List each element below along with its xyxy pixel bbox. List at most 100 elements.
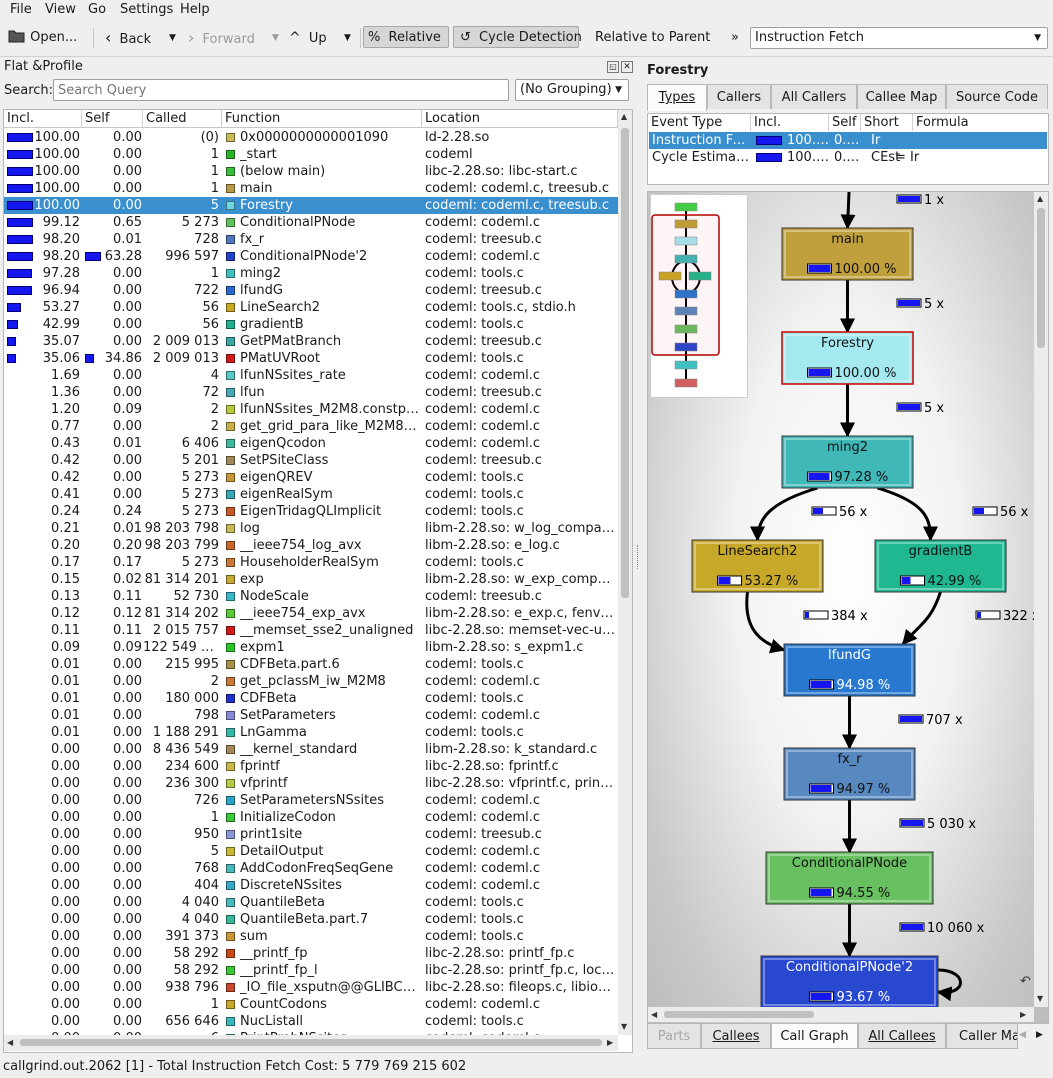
table-vertical-scrollbar[interactable]: ▲ ▼ xyxy=(618,110,632,1035)
tab-callers[interactable]: Callers xyxy=(707,84,771,109)
back-history-dropdown-icon[interactable]: ▼ xyxy=(169,33,176,43)
scroll-up-arrow-icon[interactable]: ▲ xyxy=(621,112,628,121)
column-header-incl[interactable]: Incl. xyxy=(4,110,82,128)
scroll-up-arrow-icon[interactable]: ▲ xyxy=(1037,194,1044,203)
up-button[interactable]: ^ Up xyxy=(289,26,327,50)
event-column-header[interactable]: Self xyxy=(829,114,861,131)
event-column-header[interactable]: Short xyxy=(861,114,913,131)
scroll-left-arrow-icon[interactable]: ◀ xyxy=(7,1038,14,1047)
cycle-detection-toggle[interactable]: ↺ Cycle Detection xyxy=(453,26,582,48)
relative-to-parent-button[interactable]: Relative to Parent xyxy=(595,30,711,45)
tab-types[interactable]: Types xyxy=(647,84,707,111)
overview-minimap[interactable] xyxy=(651,195,747,397)
event-column-header[interactable]: Formula xyxy=(916,115,969,130)
back-button[interactable]: ‹ Back xyxy=(105,26,151,50)
forward-history-dropdown-icon[interactable]: ▼ xyxy=(272,33,279,43)
tab-parts[interactable]: Parts xyxy=(647,1024,701,1049)
column-header-self[interactable]: Self xyxy=(82,110,143,128)
tab-all-callers[interactable]: All Callers xyxy=(771,84,857,109)
tab-callees[interactable]: Callees xyxy=(701,1024,771,1049)
scroll-right-arrow-icon[interactable]: ▶ xyxy=(1020,1010,1027,1019)
grouping-select[interactable]: (No Grouping) ▼ xyxy=(515,79,629,101)
tab-caller-map[interactable]: Caller Map xyxy=(946,1024,1018,1049)
tab-callee-map[interactable]: Callee Map xyxy=(857,84,946,109)
hscroll-thumb[interactable] xyxy=(664,1011,814,1018)
graph-overview-panel[interactable] xyxy=(650,194,748,398)
scrollbar-thumb[interactable] xyxy=(1037,208,1045,348)
menu-settings[interactable]: Settings xyxy=(120,2,174,17)
forward-button[interactable]: › Forward xyxy=(188,26,255,50)
scroll-right-arrow-icon[interactable]: ▶ xyxy=(607,1038,614,1047)
graph-horizontal-scrollbar[interactable]: ◀ ▶ xyxy=(648,1007,1034,1022)
menu-help[interactable]: Help xyxy=(180,2,210,17)
graph-node-conditionalpnode2[interactable]: ConditionalPNode'293.67 % xyxy=(760,955,939,1009)
close-panel-icon[interactable]: ✕ xyxy=(621,61,633,73)
open-button[interactable]: Open... xyxy=(8,26,77,50)
event-column-header[interactable]: Event Type xyxy=(648,114,751,131)
column-header-function[interactable]: Function xyxy=(222,110,422,128)
menu-go[interactable]: Go xyxy=(88,2,107,17)
hscroll-thumb[interactable] xyxy=(20,1039,602,1046)
graph-vertical-scrollbar[interactable]: ▲ ▼ xyxy=(1034,192,1048,1007)
tab-source-code[interactable]: Source Code xyxy=(946,84,1048,109)
scroll-down-arrow-icon[interactable]: ▼ xyxy=(621,1022,628,1031)
column-header-location[interactable]: Location xyxy=(422,110,618,128)
relative-toggle[interactable]: % Relative xyxy=(363,26,449,48)
menu-view[interactable]: View xyxy=(45,2,76,17)
scroll-down-arrow-icon[interactable]: ▼ xyxy=(1037,994,1044,1003)
splitter-handle[interactable] xyxy=(637,545,640,569)
search-input[interactable] xyxy=(53,79,509,101)
tab-all-callees[interactable]: All Callees xyxy=(858,1024,946,1049)
